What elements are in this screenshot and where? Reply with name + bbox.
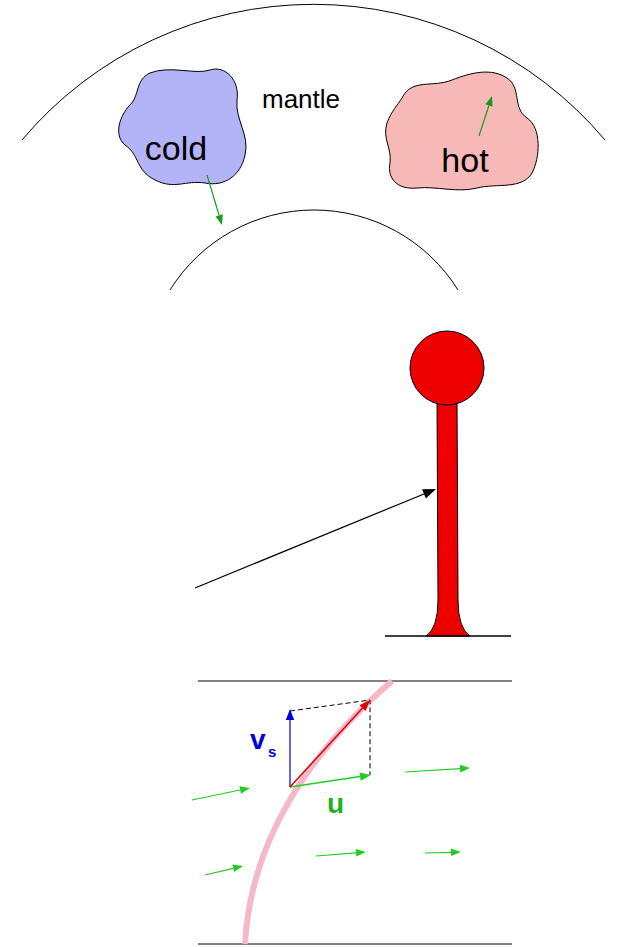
motion-arrow	[479, 96, 493, 136]
velocity-subscript: s	[268, 744, 276, 759]
motion-arrow	[207, 175, 223, 225]
pointer-arrow	[195, 489, 436, 588]
region-label: hot	[441, 143, 488, 177]
base-line	[385, 635, 511, 637]
cold-region: cold	[115, 65, 250, 190]
flow-arrow	[316, 849, 366, 857]
flow-arrow	[192, 786, 250, 800]
plume-conduit	[245, 681, 392, 944]
top-boundary	[198, 681, 512, 682]
resultant-arrow	[290, 700, 370, 787]
inner-arc	[170, 210, 458, 290]
dashed-construction	[290, 700, 370, 775]
flow-arrow	[405, 765, 470, 773]
velocity-symbol: u	[327, 790, 344, 818]
flow-arrow	[205, 865, 243, 875]
blob-outline	[115, 65, 250, 190]
plume-stem	[426, 398, 470, 636]
vs-arrow	[286, 709, 294, 787]
flow-arrow	[425, 848, 461, 856]
plume-head	[410, 331, 484, 405]
region-label: cold	[145, 131, 207, 165]
hot-region: hot	[382, 68, 542, 193]
mantle-label: mantle	[262, 86, 340, 112]
velocity-symbol: v	[250, 726, 266, 754]
